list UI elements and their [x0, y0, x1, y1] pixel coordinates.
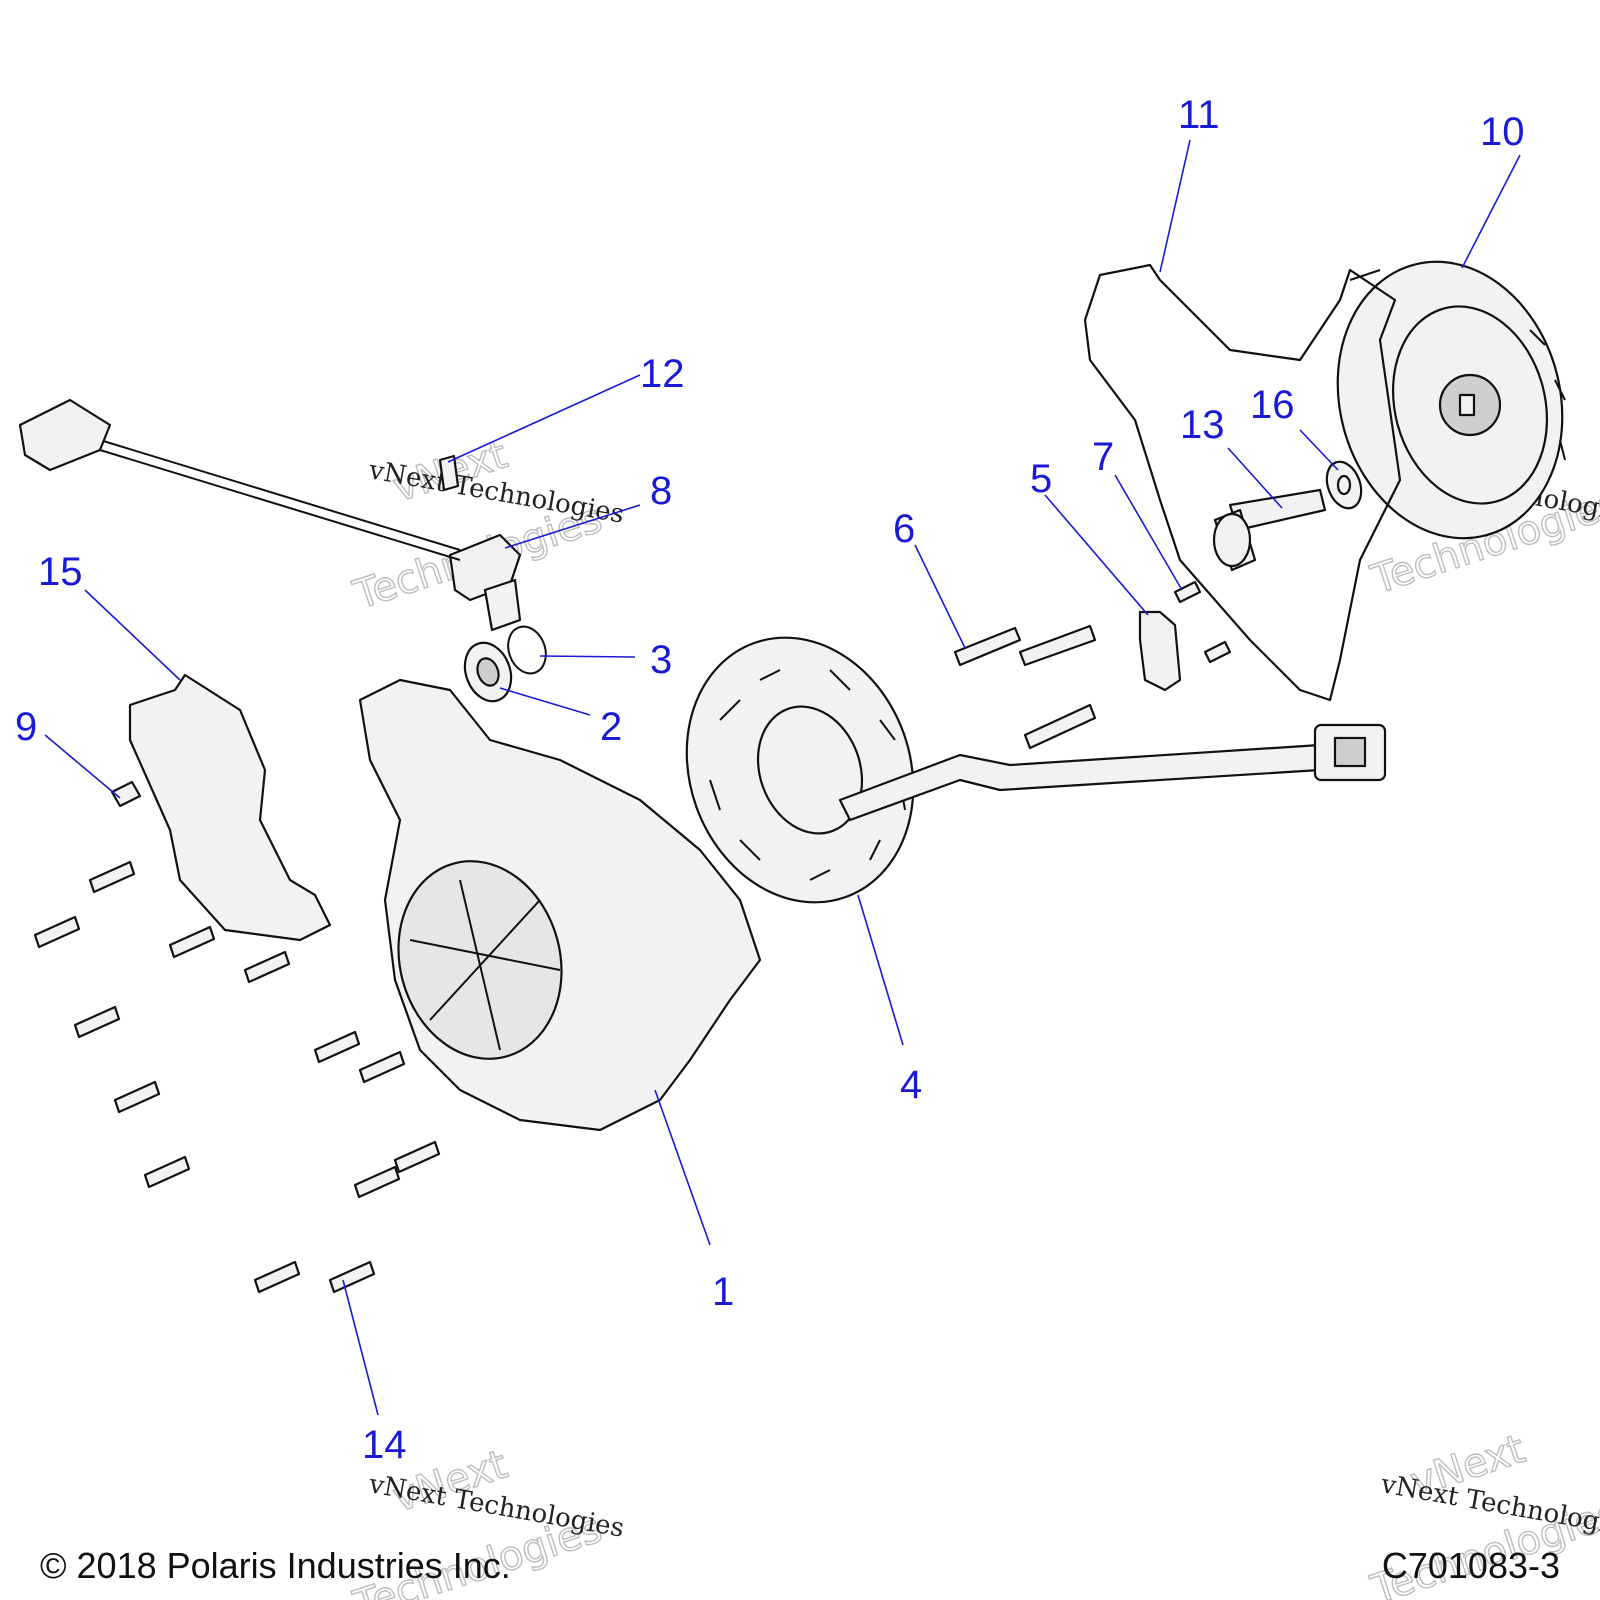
cover-bolts [33, 860, 441, 1294]
callout-8: 8 [650, 469, 672, 513]
callout-1: 1 [712, 1270, 734, 1314]
callout-2: 2 [600, 705, 622, 749]
callout-9: 9 [15, 705, 37, 749]
callout-16: 16 [1250, 383, 1295, 427]
stator-connector [1313, 723, 1387, 782]
cover-gasket [1083, 263, 1402, 702]
callout-3: 3 [650, 638, 672, 682]
harness-clip [110, 780, 142, 808]
stator [685, 636, 1322, 904]
flywheel [1336, 260, 1566, 540]
leader-lines [44, 139, 1521, 1416]
small-screws [1173, 580, 1232, 664]
callout-12: 12 [640, 352, 685, 396]
callout-13: 13 [1180, 403, 1225, 447]
callout-11: 11 [1178, 93, 1220, 137]
drawing-id: C701083-3 [1382, 1545, 1560, 1586]
callout-7: 7 [1092, 435, 1114, 479]
callout-5: 5 [1030, 457, 1052, 501]
callout-6: 6 [893, 507, 915, 551]
crank-position-sensor [18, 398, 522, 632]
copyright-notice: © 2018 Polaris Industries Inc. [40, 1545, 511, 1586]
snap-ring [507, 625, 547, 675]
flywheel-bolt [1212, 488, 1327, 572]
harness-bracket [128, 673, 332, 942]
bearing [463, 641, 513, 703]
dowel-pin [438, 454, 460, 492]
callout-4: 4 [900, 1063, 922, 1107]
wire-clamp [1138, 610, 1182, 692]
stator-bolts [953, 624, 1097, 750]
callouts: 1 2 3 4 5 6 7 8 9 10 11 12 13 14 15 16 [15, 93, 1525, 1467]
callout-14: 14 [362, 1423, 407, 1467]
callout-15: 15 [38, 550, 83, 594]
callout-10: 10 [1480, 110, 1525, 154]
washer [1325, 460, 1363, 510]
